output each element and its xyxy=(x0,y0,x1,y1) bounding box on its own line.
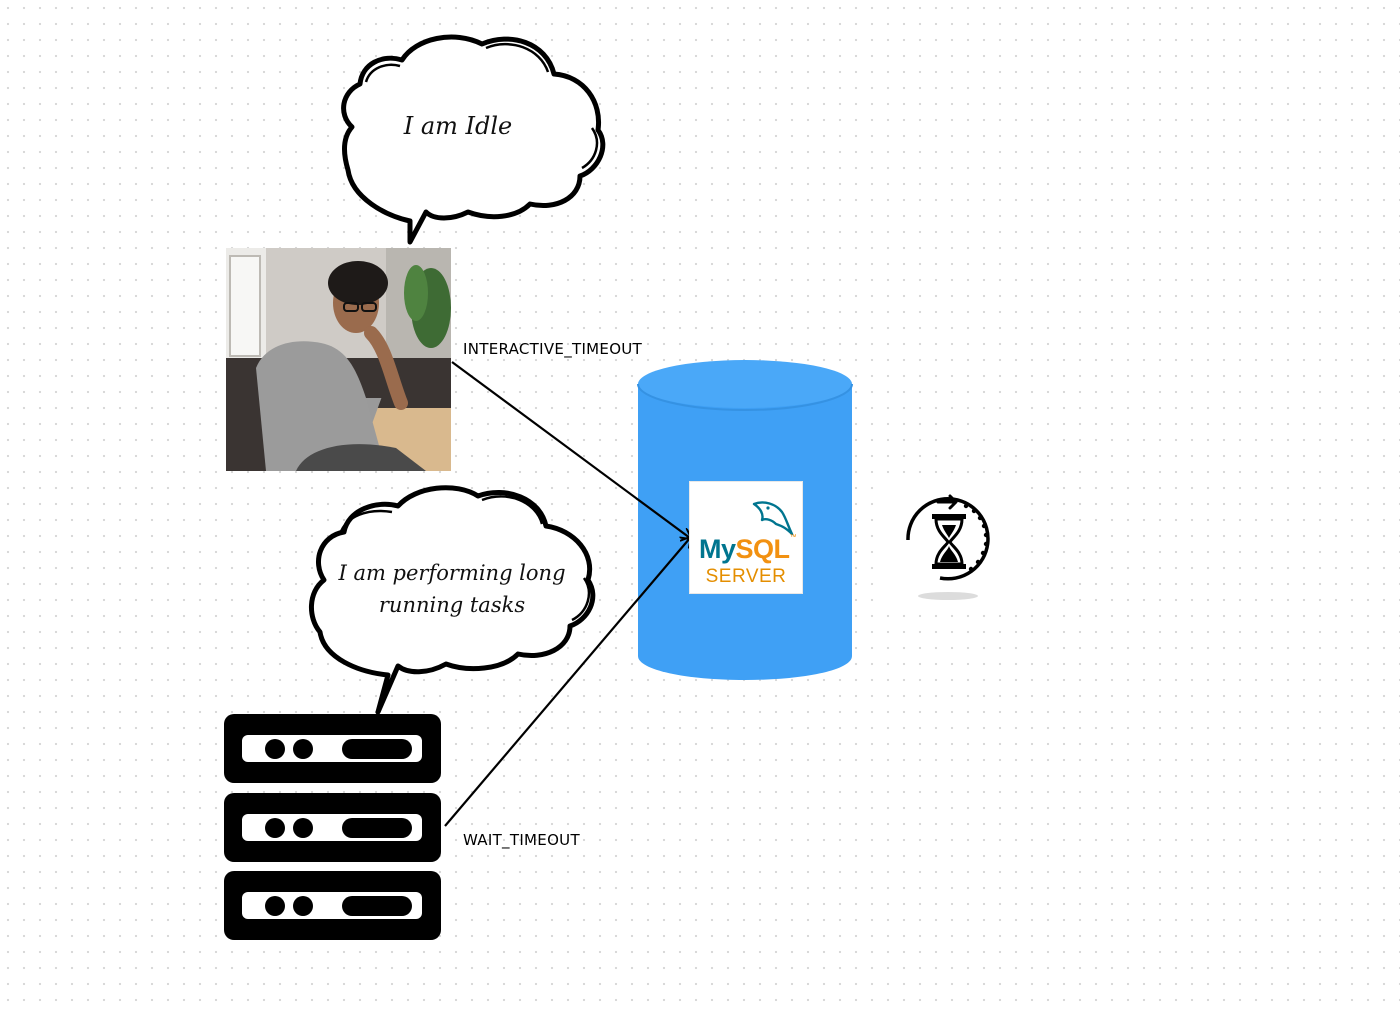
busy-bubble-text: I am performing long running tasks xyxy=(322,558,582,621)
wait-timeout-label: WAIT_TIMEOUT xyxy=(463,831,580,849)
mysql-wordmark: MySQL™ xyxy=(699,534,796,565)
mysql-my: My xyxy=(699,534,736,564)
busy-bubble-line-1: I am performing long xyxy=(338,561,566,585)
interactive-timeout-arrow xyxy=(451,361,690,538)
idle-thought-bubble xyxy=(341,34,606,245)
mysql-tm: ™ xyxy=(789,534,797,541)
idle-bubble-text: I am Idle xyxy=(403,112,513,140)
dolphin-icon xyxy=(752,501,794,536)
wait-timeout-arrow xyxy=(444,538,690,827)
mysql-sql: SQL xyxy=(735,534,791,564)
hourglass-timeout-icon xyxy=(880,478,1020,608)
mysql-server-text: SERVER xyxy=(705,566,787,587)
busy-thought-bubble xyxy=(308,485,596,715)
busy-bubble-line-2: running tasks xyxy=(378,592,526,617)
person-photo xyxy=(226,248,451,471)
server-rack-icon xyxy=(224,714,441,940)
mysql-server-logo: MySQL™ SERVER xyxy=(689,481,803,594)
interactive-timeout-label: INTERACTIVE_TIMEOUT xyxy=(463,340,643,358)
